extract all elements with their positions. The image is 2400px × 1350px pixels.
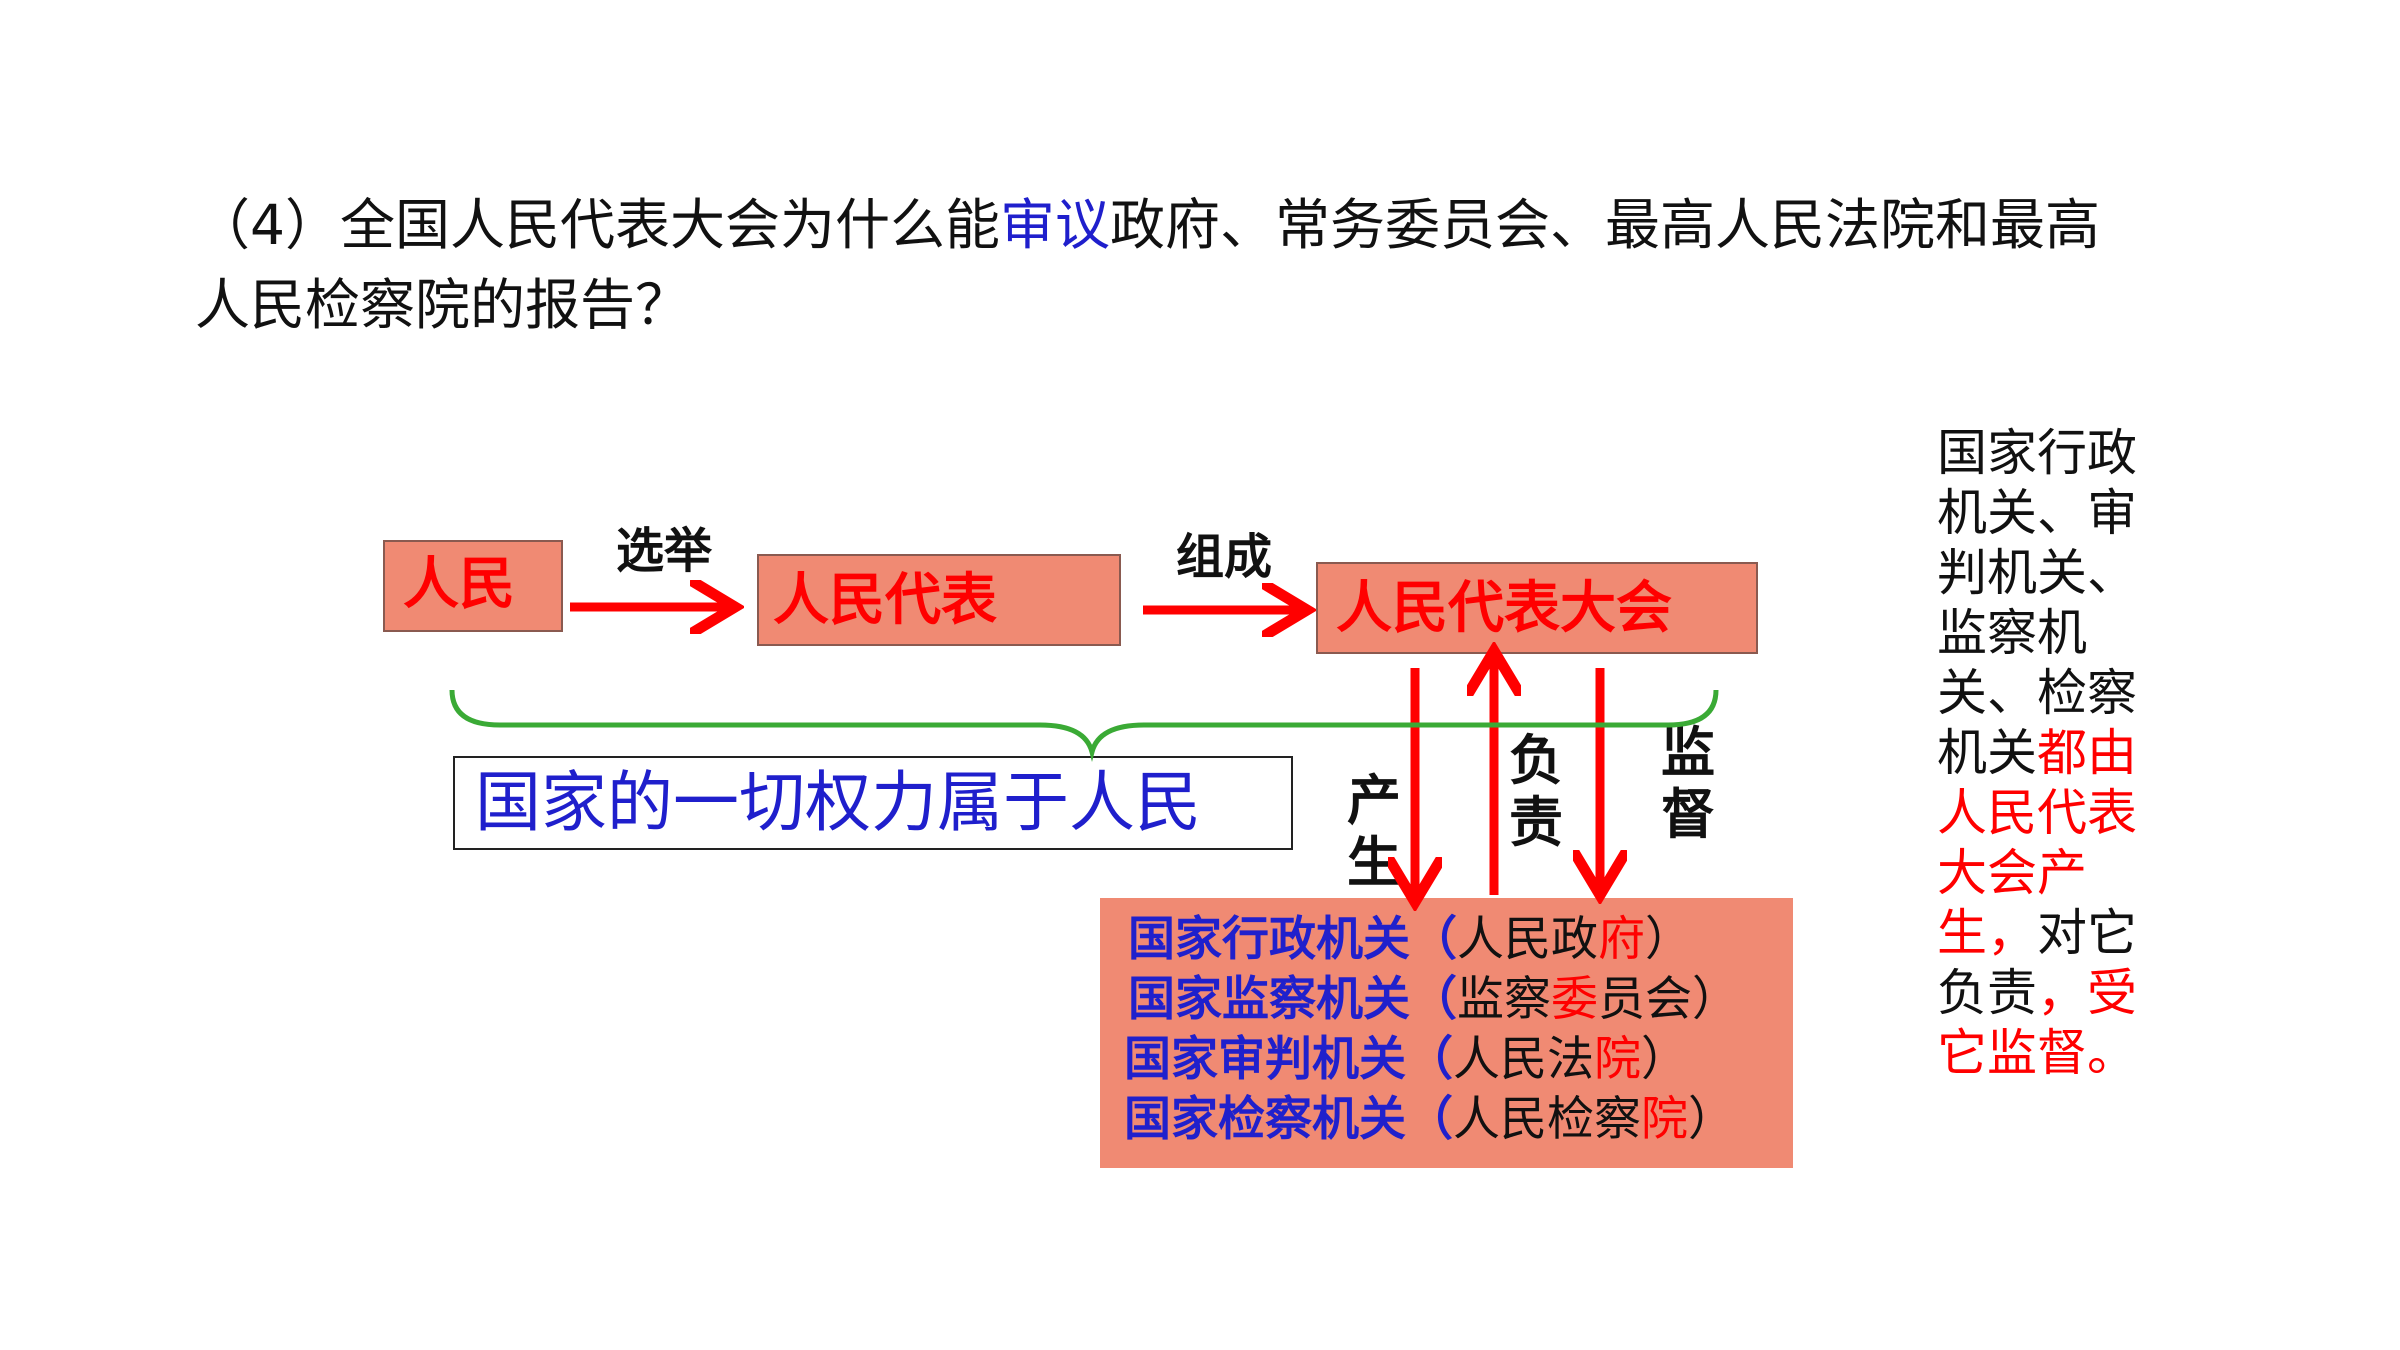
deputies-box: 人民代表 — [757, 554, 1121, 646]
elect-label: 选举 — [616, 523, 713, 579]
state-organs-box: 国家行政机关（人民政府） 国家监察机关（监察委员会） 国家审判机关（人民法院） … — [1100, 898, 1793, 1168]
organ-row-administrative: 国家行政机关（人民政府） — [1128, 912, 1692, 967]
congress-box: 人民代表大会 — [1316, 562, 1758, 654]
organ-row-judicial: 国家审判机关（人民法院） — [1124, 1032, 1688, 1087]
question-suffix: 政府、常务委员会、最高人民法院和最高人民检察院的报告？ — [195, 193, 2101, 337]
side-note-black-1: 国家行政机关、审判机关、监察机关、检察机关 — [1937, 424, 2137, 782]
people-label: 人民 — [403, 552, 515, 617]
deputies-label: 人民代表 — [773, 568, 997, 633]
organ-row-supervisory: 国家监察机关（监察委员会） — [1128, 972, 1739, 1027]
side-note-red-1: 都由人民代表大会产生， — [1937, 724, 2137, 962]
question-highlight: 审议 — [1000, 193, 1111, 257]
supervise-label: 监督 — [1661, 721, 1715, 846]
side-note: 国家行政机关、审判机关、监察机关、检察机关都由人民代表大会产生，对它负责，受它监… — [1937, 423, 2177, 1083]
question-text: （4）全国人民代表大会为什么能审议政府、常务委员会、最高人民法院和最高人民检察院… — [195, 185, 2155, 345]
organ-row-procuratorial: 国家检察机关（人民检察院） — [1124, 1092, 1735, 1147]
congress-label: 人民代表大会 — [1336, 576, 1672, 641]
side-note-red-2: ，受它监督。 — [1937, 964, 2137, 1082]
people-box: 人民 — [383, 540, 563, 632]
power-brace — [449, 689, 1719, 762]
power-statement-box: 国家的一切权力属于人民 — [453, 756, 1293, 850]
power-statement: 国家的一切权力属于人民 — [475, 764, 1201, 841]
responsible-label: 负责 — [1509, 729, 1563, 854]
question-prefix: （4）全国人民代表大会为什么能 — [195, 193, 1000, 257]
side-note-black-2: 对它负责 — [1937, 904, 2137, 1022]
compose-label: 组成 — [1176, 529, 1273, 585]
